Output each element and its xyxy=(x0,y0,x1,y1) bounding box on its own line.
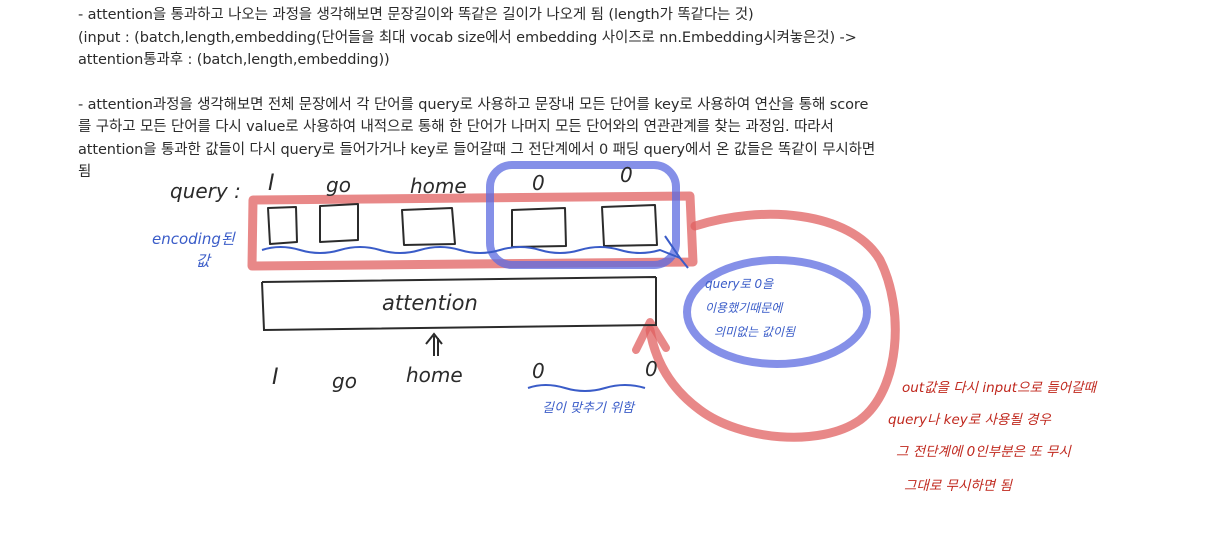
bottom-token-1: I xyxy=(272,365,279,390)
red-note-line-2: query나 key로 사용될 경우 xyxy=(888,412,1051,428)
paragraph-2-line-4: 됨 xyxy=(78,164,92,180)
encoding-label-line-2: 값 xyxy=(196,252,212,270)
padding-note: 길이 맞추기 위함 xyxy=(542,401,636,416)
top-token-1: I xyxy=(268,171,275,196)
top-token-5: 0 xyxy=(620,163,633,187)
red-note-line-4: 그대로 무시하면 됨 xyxy=(904,478,1014,494)
encoding-box-5 xyxy=(601,204,658,247)
encoding-box-4 xyxy=(511,207,567,248)
blue-note-line-3: 의미없는 값이됨 xyxy=(714,325,796,339)
paragraph-2-line-2: 를 구하고 모든 단어를 다시 value로 사용하여 내적으로 통해 한 단어… xyxy=(78,119,834,135)
encoding-boxes xyxy=(267,203,658,248)
red-loop-arrow xyxy=(645,209,900,442)
padding-highlight-blue xyxy=(486,161,680,269)
bottom-token-5: 0 xyxy=(645,357,658,381)
top-token-3: home xyxy=(410,174,467,198)
bottom-token-2: go xyxy=(332,369,357,393)
encoding-underline xyxy=(261,246,681,259)
attention-box xyxy=(261,276,657,332)
top-token-4: 0 xyxy=(532,171,545,195)
padding-pointer xyxy=(664,235,689,269)
blue-note-line-2: 이용했기때문에 xyxy=(705,301,784,315)
encoding-box-2 xyxy=(319,203,359,243)
top-token-2: go xyxy=(326,173,351,197)
bottom-token-3: home xyxy=(406,363,463,387)
paragraph-2-line-3: attention을 통과한 값들이 다시 query로 들어가거나 key로 … xyxy=(78,141,876,158)
query-label: query : xyxy=(170,179,241,203)
bottom-token-4: 0 xyxy=(532,359,545,383)
paragraph-2-line-1: - attention과정을 생각해보면 전체 문장에서 각 단어를 query… xyxy=(78,96,869,113)
paragraph-1-line-1: - attention을 통과하고 나오는 과정을 생각해보면 문장길이와 똑같… xyxy=(78,7,754,23)
red-note-line-1: out값을 다시 input으로 들어갈때 xyxy=(902,380,1097,396)
red-note-line-3: 그 전단계에 0인부분은 또 무시 xyxy=(896,444,1072,460)
encoding-label-line-1: encoding된 xyxy=(152,230,236,248)
red-arrow-head xyxy=(632,318,670,354)
blue-note-line-1: query로 0을 xyxy=(705,277,774,291)
paragraph-1-line-3: attention통과후 : (batch,length,embedding)) xyxy=(78,52,390,68)
encoding-highlight-red xyxy=(247,191,698,271)
attention-label: attention xyxy=(382,291,478,315)
up-arrow xyxy=(425,332,443,356)
encoding-box-3 xyxy=(401,207,456,246)
note-text: - attention을 통과하고 나오는 과정을 생각해보면 문장길이와 똑같… xyxy=(78,4,1218,184)
encoding-box-1 xyxy=(267,206,298,245)
blue-note-circle xyxy=(683,256,871,368)
paragraph-1-line-2: (input : (batch,length,embedding(단어들을 최대… xyxy=(78,29,857,46)
padding-zeros-underline xyxy=(527,384,646,392)
